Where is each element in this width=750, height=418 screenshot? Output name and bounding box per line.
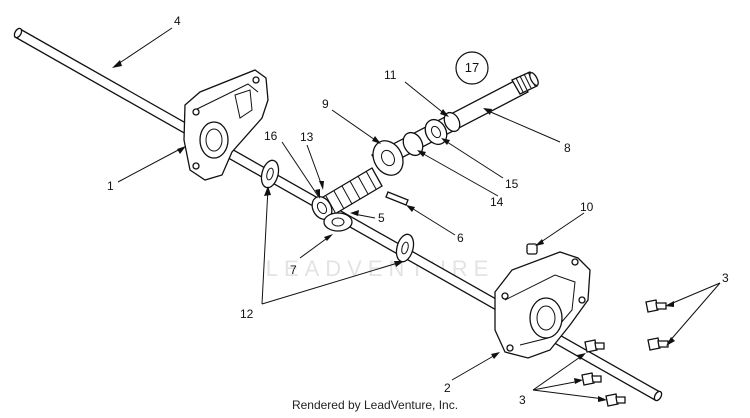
- callout-1: 1: [107, 179, 114, 193]
- callout-5: 5: [378, 211, 385, 225]
- figure-number: 17: [465, 60, 479, 75]
- hex-bolt: [584, 339, 605, 353]
- footer-credit: Rendered by LeadVenture, Inc.: [291, 398, 459, 412]
- callouts: 4 1 2 3 3 12 16 13 5 6 7 8 9 10 11 14 15: [107, 14, 729, 407]
- callout-11: 11: [384, 68, 397, 82]
- callout-7: 7: [290, 263, 297, 277]
- callout-8: 8: [564, 141, 571, 155]
- callout-10: 10: [580, 200, 594, 214]
- callout-13: 13: [300, 130, 314, 144]
- hex-bolt: [647, 337, 669, 351]
- callout-12: 12: [240, 307, 254, 321]
- callout-4: 4: [174, 14, 181, 28]
- left-bearing-plate: [183, 69, 269, 181]
- leader-lines: [112, 27, 721, 402]
- callout-3-bottom: 3: [519, 393, 526, 407]
- hex-bolt: [645, 299, 667, 313]
- callout-14: 14: [490, 195, 504, 209]
- callout-15: 15: [505, 177, 519, 191]
- washer-upper: [260, 159, 280, 189]
- vent-plug: [526, 243, 538, 255]
- hex-bolt: [581, 372, 602, 386]
- callout-3-right: 3: [722, 271, 729, 285]
- callout-9: 9: [322, 97, 329, 111]
- hex-bolt: [605, 393, 626, 407]
- figure-number-badge: 17: [455, 51, 489, 85]
- worm-gear-assembly: [311, 167, 383, 232]
- gear-hub: [372, 140, 404, 176]
- right-gear-housing: [494, 251, 591, 359]
- bolt-group-bottom: [581, 339, 626, 407]
- roll-pin: [385, 191, 409, 206]
- bolt-group-right: [645, 299, 669, 351]
- bearing: [402, 131, 424, 157]
- callout-2: 2: [444, 381, 451, 395]
- callout-16: 16: [264, 129, 278, 143]
- callout-6: 6: [457, 231, 464, 245]
- shaft-retainer: [443, 111, 461, 133]
